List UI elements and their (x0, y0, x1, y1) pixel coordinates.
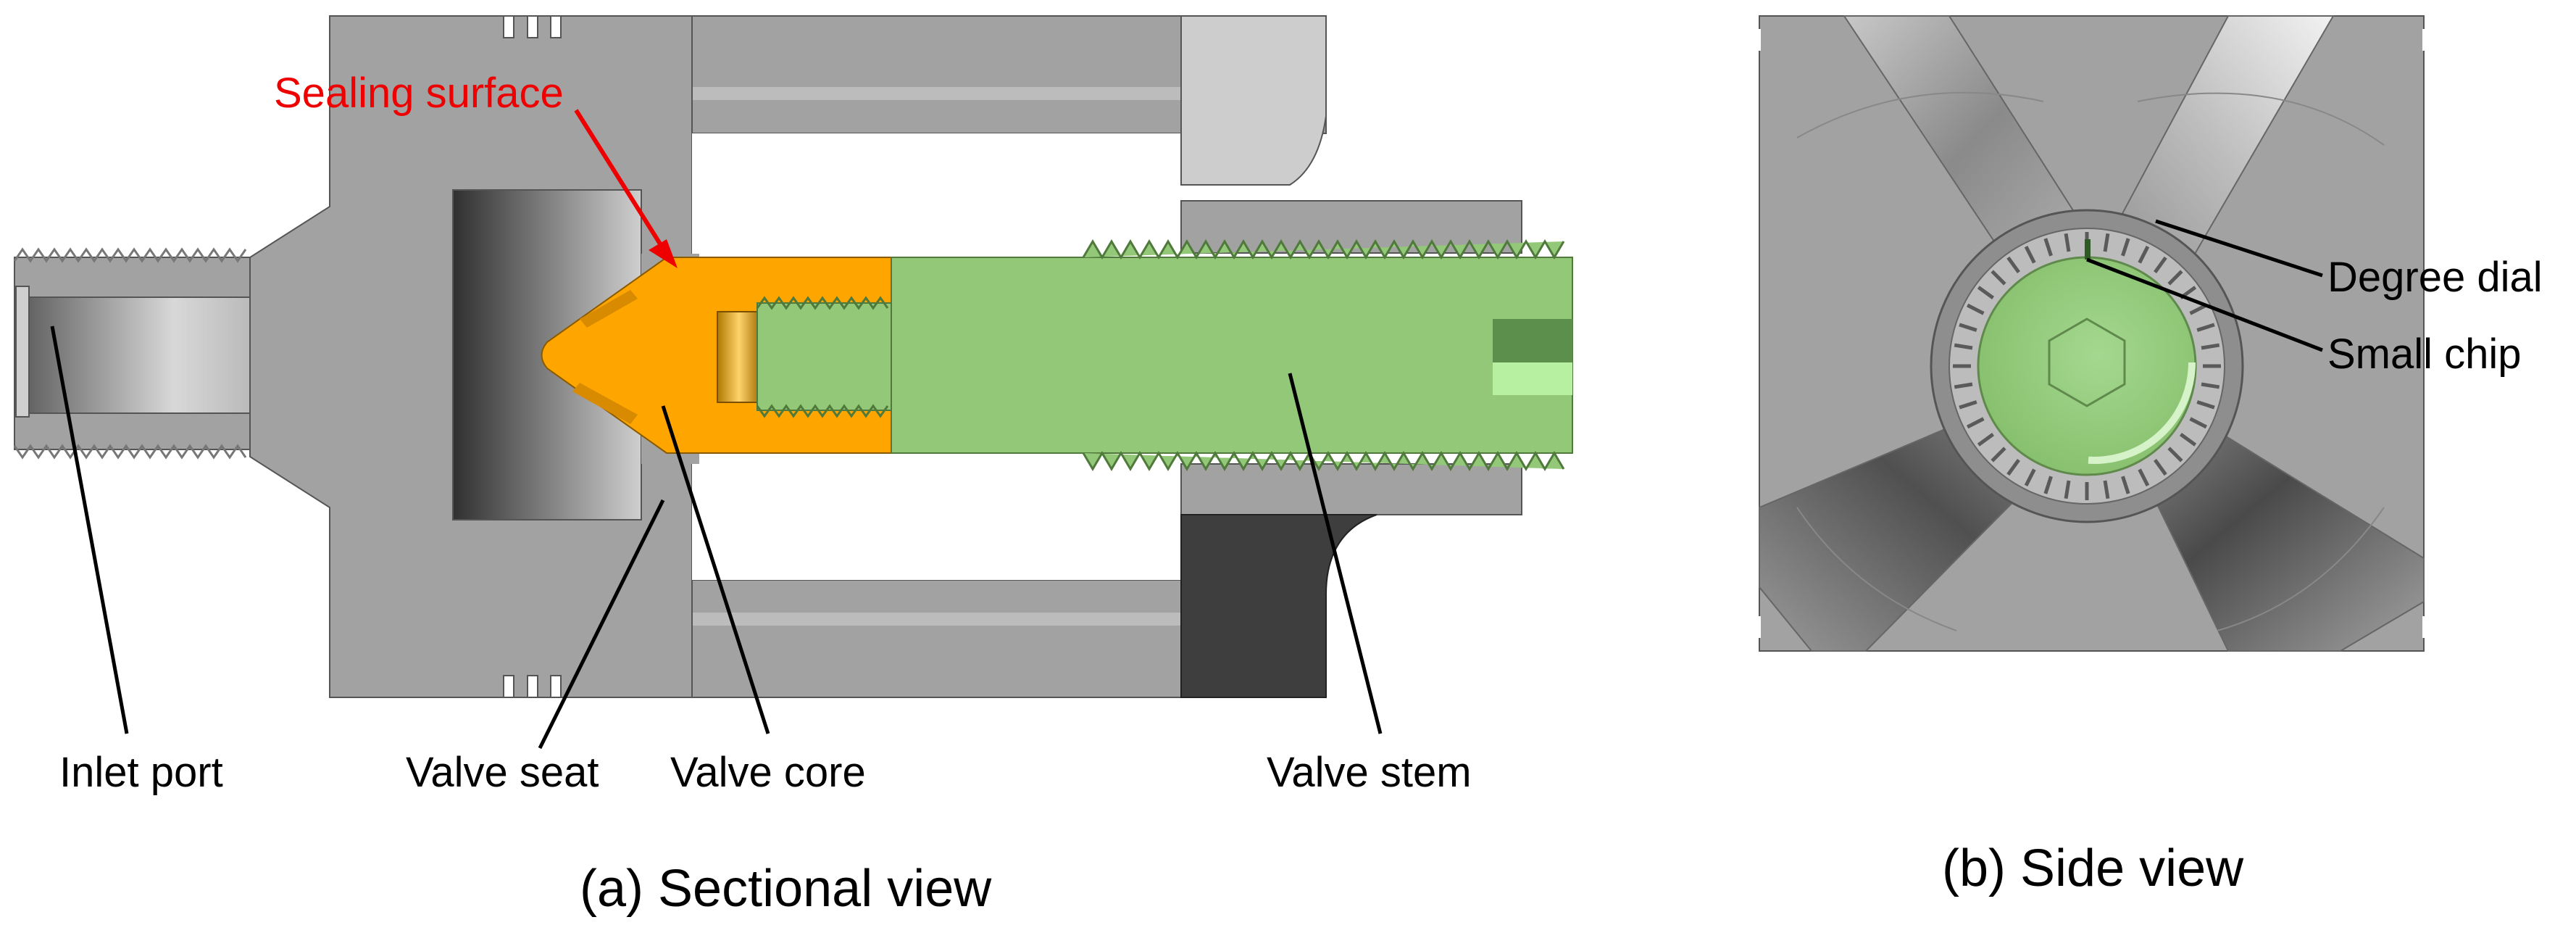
dial-tick (2006, 458, 2020, 476)
valve-core-leader (661, 405, 770, 734)
dial-tick (2189, 417, 2207, 429)
valve-seat-leader (538, 499, 665, 750)
hex-socket (2048, 318, 2126, 407)
dial-tick (1991, 270, 2006, 286)
small-chip (2085, 239, 2091, 260)
valve-stem (891, 239, 1573, 471)
dial-tick (2064, 233, 2071, 252)
valve-core (541, 257, 892, 454)
dial-tick (2121, 476, 2130, 494)
dial-tick (1991, 447, 2006, 462)
label-sealing-surface: Sealing surface (274, 70, 564, 117)
dial-tick (1977, 286, 1995, 299)
dial-tick (2138, 468, 2150, 486)
label-degree-dial: Degree dial (2327, 254, 2543, 301)
sectional-leader-lines (50, 325, 1383, 750)
dial-tick (1954, 343, 1973, 350)
stem-housing (1180, 15, 1522, 698)
label-valve-core: Valve core (670, 749, 866, 796)
dial-tick (1959, 323, 1977, 332)
dial-tick (2121, 238, 2130, 257)
dial-tick (1959, 400, 1977, 410)
side-view: Degree dial Small chip (b) Side view (1746, 15, 2543, 897)
dial-tick (2064, 480, 2071, 499)
dial-tick (2103, 480, 2110, 499)
dial-tick (2103, 233, 2110, 252)
valve-stem-leader (1288, 373, 1383, 734)
dial-tick (1967, 303, 1985, 315)
small-chip-leader (2086, 257, 2323, 352)
degree-dial-ticks (1953, 232, 2221, 500)
dial-tick (2201, 343, 2220, 350)
dial-tick (2006, 256, 2020, 274)
caption-sectional-view: (a) Sectional view (580, 860, 992, 918)
dial-tick (2167, 270, 2183, 286)
label-inlet-port: Inlet port (59, 749, 223, 796)
dial-tick (2179, 433, 2197, 447)
dial-tick (2189, 303, 2207, 315)
sectional-view: Sealing surface Inlet port Valve seat Va… (13, 15, 1573, 918)
caption-side-view: (b) Side view (1942, 839, 2244, 897)
dial-tick (2167, 447, 2183, 462)
label-valve-seat: Valve seat (406, 749, 599, 796)
inlet-port-leader (50, 325, 129, 734)
dial-tick (1954, 382, 1973, 389)
dial-tick (1967, 417, 1985, 429)
dial-tick (2024, 246, 2036, 264)
dial-tick (2154, 256, 2167, 274)
dial-tick (2201, 382, 2220, 389)
dial-tick (2138, 246, 2150, 264)
label-small-chip: Small chip (2327, 331, 2522, 378)
dial-tick (2154, 458, 2167, 476)
dial-tick (2196, 400, 2215, 410)
sealing-surface-arrow (574, 109, 678, 268)
dial-tick (2043, 238, 2053, 257)
dial-tick (2043, 476, 2053, 494)
label-valve-stem: Valve stem (1267, 749, 1472, 796)
dial-tick (1977, 433, 1995, 447)
dial-tick (2024, 468, 2036, 486)
degree-dial-leader (2155, 219, 2323, 278)
dial-tick (2196, 323, 2215, 332)
